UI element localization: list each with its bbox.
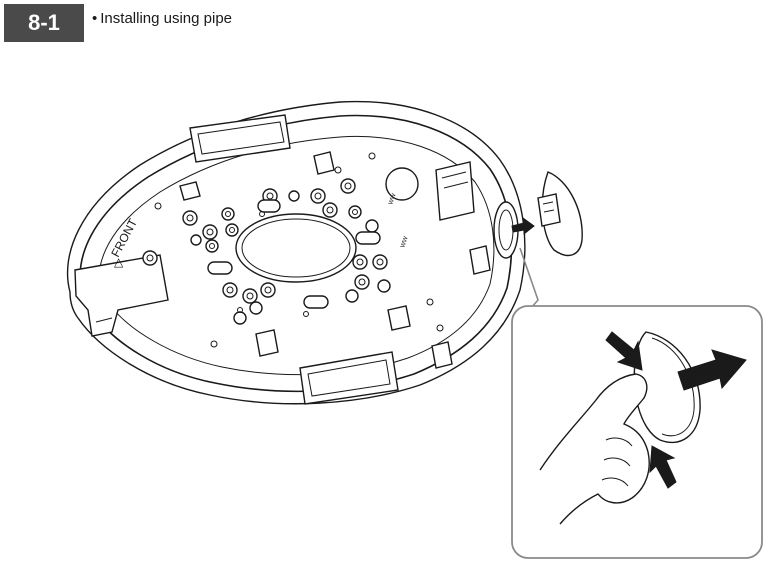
step-number-badge: 8-1 xyxy=(4,4,84,42)
inset-hand xyxy=(539,373,650,525)
screw-bosses xyxy=(142,152,444,348)
bottom-slot xyxy=(299,351,399,405)
press-arrow-bottom-icon xyxy=(649,445,677,489)
oval-slots xyxy=(207,199,381,309)
plate-marking-2: WW xyxy=(400,236,410,249)
bullet: • xyxy=(92,10,98,27)
front-marker-icon: △ xyxy=(114,255,124,269)
side-bracket xyxy=(435,161,475,221)
front-tab xyxy=(74,254,169,337)
step-title-text: Installing using pipe xyxy=(100,10,233,27)
center-hole xyxy=(235,213,357,283)
removal-arrow-icon xyxy=(511,216,535,236)
press-arrow-top-icon xyxy=(605,331,643,371)
round-cap xyxy=(385,167,419,201)
top-slot xyxy=(189,114,291,163)
plate-marking-1: WW xyxy=(388,193,398,206)
step-title: •Installing using pipe xyxy=(92,10,232,27)
connector-blocks xyxy=(179,151,491,369)
pull-arrow-icon xyxy=(677,349,747,391)
outlet-cover xyxy=(537,171,583,257)
